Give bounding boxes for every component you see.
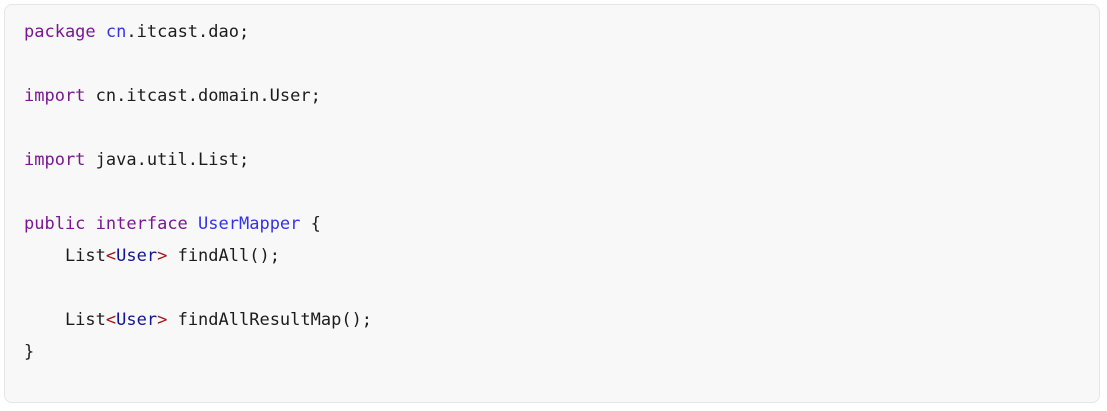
code-token-plain: }	[24, 342, 35, 362]
code-line: public interface UserMapper {	[24, 208, 1080, 240]
code-token-keyword: package	[24, 22, 96, 42]
code-token-bracket: >	[157, 310, 168, 330]
code-token-bracket: >	[157, 246, 168, 266]
code-token-plain: {	[300, 214, 321, 234]
code-token-plain: findAll();	[167, 246, 280, 266]
code-line	[24, 48, 1080, 80]
code-line: List<User> findAll();	[24, 240, 1080, 272]
code-token-keyword: import	[24, 86, 86, 106]
code-token-plain	[85, 214, 95, 234]
code-token-plain: java.util.List;	[85, 150, 250, 170]
code-line	[24, 112, 1080, 144]
code-line: import cn.itcast.domain.User;	[24, 80, 1080, 112]
code-line: List<User> findAllResultMap();	[24, 304, 1080, 336]
code-token-typeparam: User	[116, 310, 158, 330]
code-token-bracket: <	[105, 246, 117, 266]
code-token-typeparam: User	[116, 246, 158, 266]
code-token-plain: List	[24, 310, 106, 330]
code-token-plain: List	[24, 246, 106, 266]
code-line	[24, 176, 1080, 208]
code-token-keyword: public	[24, 214, 86, 234]
code-token-plain: findAllResultMap();	[167, 310, 373, 330]
code-line: package cn.itcast.dao;	[24, 16, 1080, 48]
code-line: }	[24, 336, 1080, 368]
code-token-keyword: import	[24, 150, 86, 170]
code-token-keyword: interface	[95, 214, 188, 234]
code-token-classname: UserMapper	[198, 214, 301, 234]
code-token-plain: .itcast.dao;	[126, 22, 250, 42]
java-code-block: package cn.itcast.dao; import cn.itcast.…	[4, 4, 1100, 403]
code-line: import java.util.List;	[24, 144, 1080, 176]
code-token-plain	[96, 22, 106, 42]
code-token-plain: cn.itcast.domain.User;	[85, 86, 321, 106]
code-content: package cn.itcast.dao; import cn.itcast.…	[24, 16, 1080, 368]
code-token-bracket: <	[105, 310, 117, 330]
code-token-plain	[188, 214, 198, 234]
code-token-classname: cn	[105, 22, 127, 42]
code-line	[24, 272, 1080, 304]
